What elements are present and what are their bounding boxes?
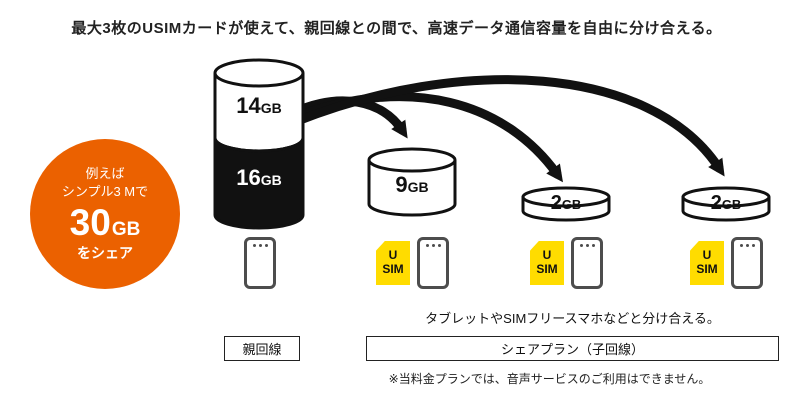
phone-icon — [731, 237, 763, 289]
main-shared-label: 16GB — [236, 165, 282, 190]
arrow-3-icon — [290, 75, 725, 177]
parent-device — [244, 237, 276, 289]
phone-icon — [244, 237, 276, 289]
badge-line2: シンプル3 Mで — [61, 184, 149, 199]
share-plan-label: シェアプラン（子回線） — [366, 336, 779, 361]
usim-card-icon: U SIM — [530, 241, 564, 285]
share-cylinder-3-label: 2GB — [710, 192, 742, 214]
parent-line-label: 親回線 — [224, 336, 300, 361]
usim-card-icon: U SIM — [376, 241, 410, 285]
footnote-text: ※当料金プランでは、音声サービスのご利用はできません。 — [388, 372, 711, 386]
main-cylinder-shape — [213, 58, 305, 230]
share-cylinder-3-shape — [681, 186, 771, 222]
page-title: 最大3枚のUSIMカードが使えて、親回線との間で、高速データ通信容量を自由に分け… — [71, 20, 722, 37]
share-arrows — [290, 75, 725, 183]
badge-value: 30 — [69, 201, 111, 243]
share-device-3: U SIM — [690, 237, 763, 289]
badge-line3: をシェア — [77, 244, 133, 261]
phone-icon — [417, 237, 449, 289]
share-cylinder-1-shape — [367, 147, 457, 217]
main-cylinder-black-section — [213, 137, 305, 230]
badge-unit: GB — [111, 218, 141, 240]
share-cylinder-1-label: 9GB — [395, 172, 429, 197]
badge-line1: 例えば — [85, 166, 125, 182]
usim-card-icon: U SIM — [690, 241, 724, 285]
share-device-2: U SIM — [530, 237, 603, 289]
phone-icon — [571, 237, 603, 289]
main-remaining-label: 14GB — [236, 93, 282, 118]
share-note-text: タブレットやSIMフリースマホなどと分け合える。 — [425, 311, 720, 326]
share-cylinder-2-label: 2GB — [550, 192, 582, 214]
share-cylinder-2-shape — [521, 186, 611, 222]
share-device-1: U SIM — [376, 237, 449, 289]
badge-value-row: 30 GB — [70, 204, 141, 241]
example-badge: 例えば シンプル3 Mで 30 GB をシェア — [30, 139, 180, 289]
main-cylinder-top — [213, 58, 305, 88]
